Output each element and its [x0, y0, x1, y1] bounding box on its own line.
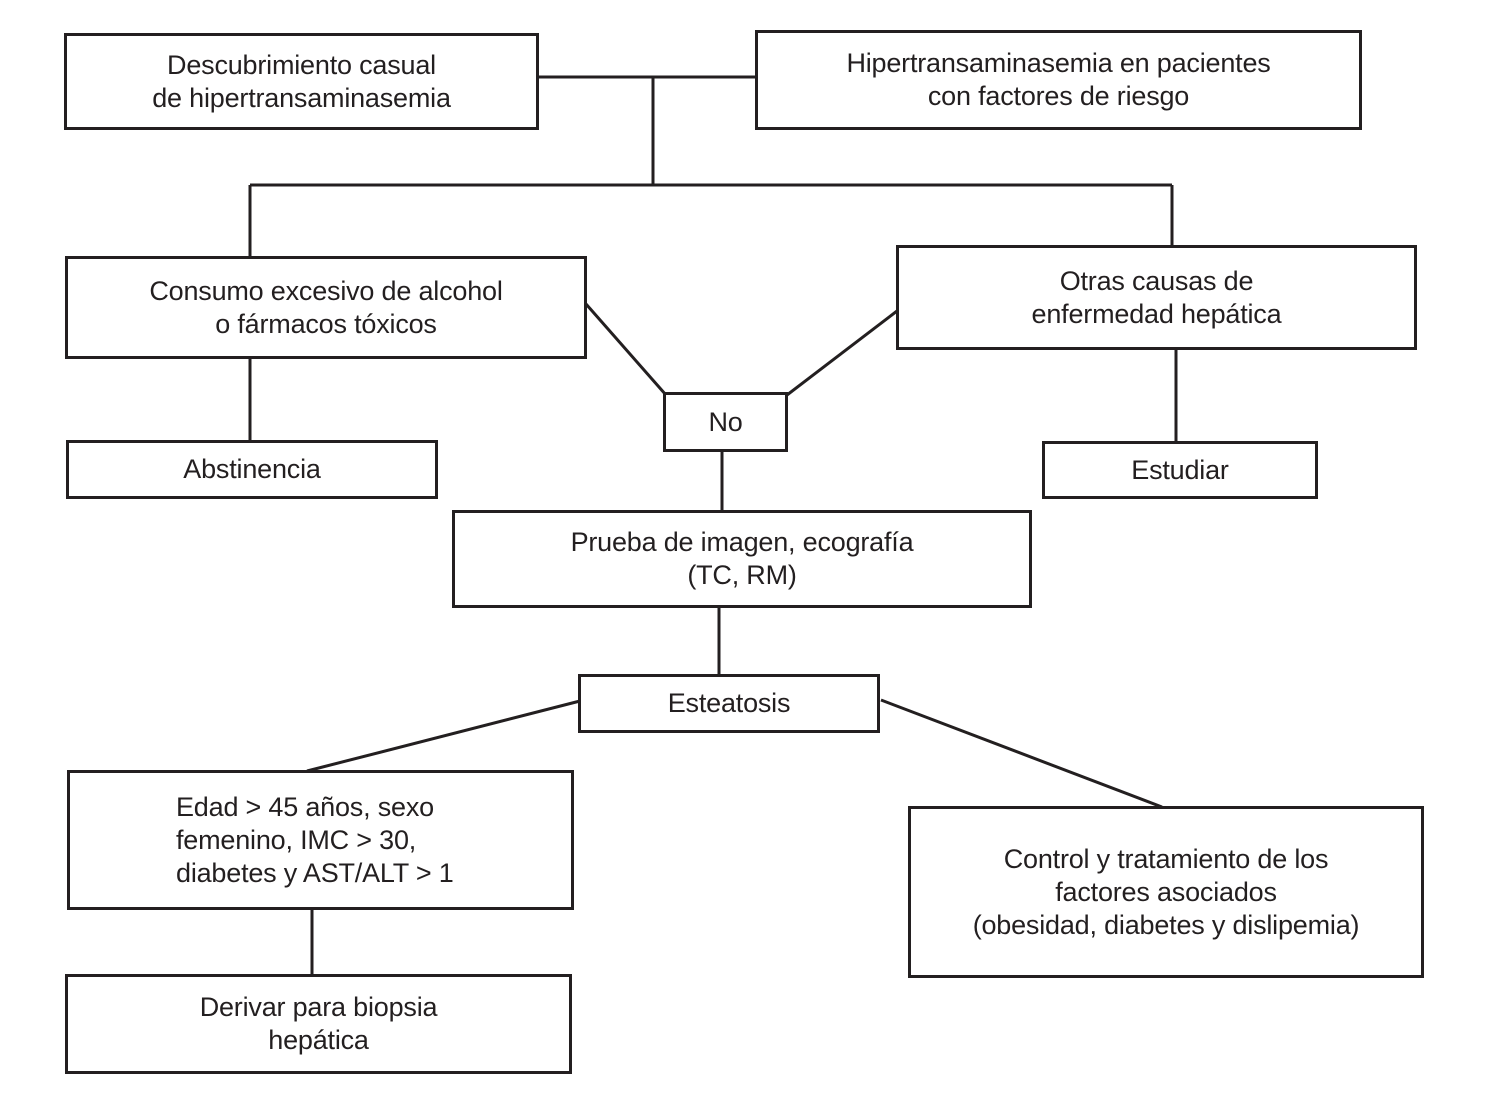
node-descubrimiento-casual: Descubrimiento casual de hipertransamina…	[64, 33, 539, 130]
node-control-tratamiento: Control y tratamiento de los factores as…	[908, 806, 1424, 978]
connector-line-esteatosis-to-control	[880, 698, 1163, 809]
connector-line-esteatosis-to-criterios	[306, 699, 581, 773]
node-no: No	[663, 392, 788, 452]
node-hipertransaminasemia-riesgo: Hipertransaminasemia en pacientes con fa…	[755, 30, 1362, 130]
node-otras-causas: Otras causas de enfermedad hepática	[896, 245, 1417, 350]
node-estudiar: Estudiar	[1042, 441, 1318, 499]
node-derivar-biopsia: Derivar para biopsia hepática	[65, 974, 572, 1074]
connector-line-otras-to-no	[786, 309, 898, 397]
connector-line-consumo-to-no	[584, 303, 668, 396]
node-esteatosis: Esteatosis	[578, 674, 880, 733]
node-criterios-edad: Edad > 45 años, sexo femenino, IMC > 30,…	[67, 770, 574, 910]
node-consumo-alcohol: Consumo excesivo de alcohol o fármacos t…	[65, 256, 587, 359]
node-abstinencia: Abstinencia	[66, 440, 438, 499]
node-prueba-imagen: Prueba de imagen, ecografía (TC, RM)	[452, 510, 1032, 608]
